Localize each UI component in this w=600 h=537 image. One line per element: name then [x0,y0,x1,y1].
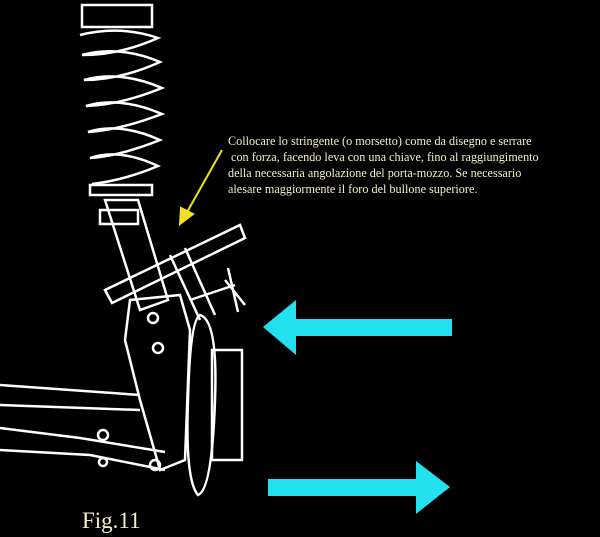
instruction-caption: Collocare lo stringente (o morsetto) com… [228,133,598,197]
caption-line: con forza, facendo leva con una chiave, … [228,150,539,164]
brake-disc [186,313,217,497]
caption-line: alesare maggiormente il foro del bullone… [228,182,478,196]
caption-line: della necessaria angolazione del porta-m… [228,166,522,180]
drive-shaft [0,383,141,412]
top-mount [80,3,154,29]
shock-absorber [103,198,170,312]
figure-label: Fig.11 [82,508,141,533]
coil-spring [79,29,166,186]
push-arrow-right [268,461,450,514]
caption-line: Collocare lo stringente (o morsetto) com… [228,134,532,148]
push-arrow-left [263,300,452,355]
hub-carrier [123,293,192,472]
lower-arm [0,426,166,472]
pointer-arrow [178,149,223,227]
spring-clamp [103,223,247,305]
